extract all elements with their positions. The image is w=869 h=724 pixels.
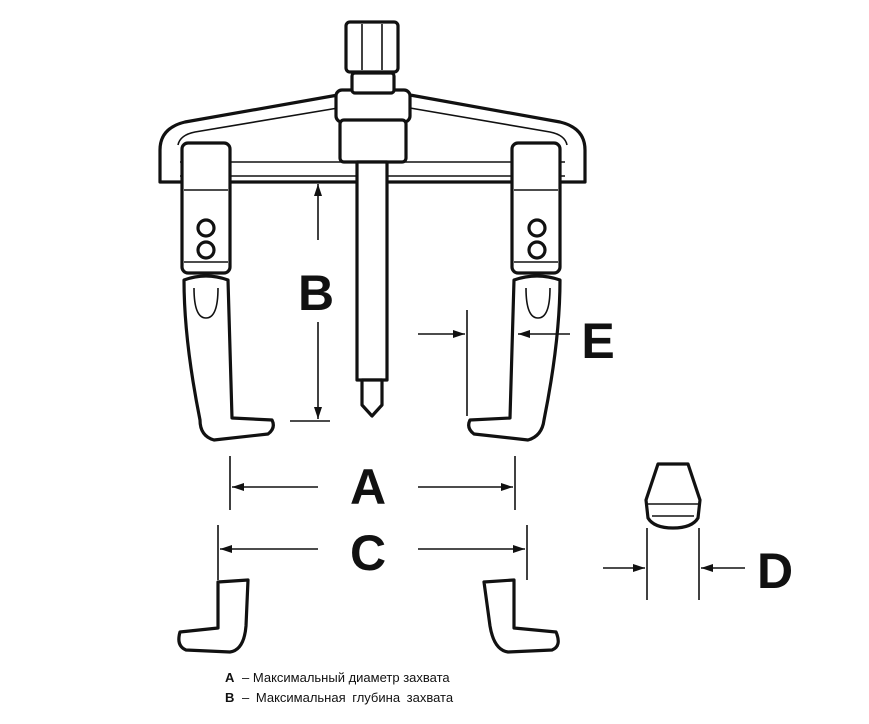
forcing-screw [355,160,389,382]
screw-tip-detail [644,462,702,530]
legend-key-a: A [225,670,235,685]
dimension-e: E [418,310,615,416]
right-jaw-tip [482,578,560,654]
legend-item-b: B – Максимальная глубина захвата [225,690,453,705]
legend-item-a: A – Максимальный диаметр захвата [225,670,450,685]
legend-text-b: – Максимальная глубина захвата [242,690,454,705]
right-jaw [467,141,562,442]
dimension-b: B [290,184,334,422]
label-b: B [298,265,334,321]
legend-key-b: B [225,690,235,705]
left-jaw [180,141,275,442]
hex-nut [344,20,400,74]
center-hub [334,88,412,124]
left-jaw-tip [177,578,250,654]
right-jaw-arm [467,274,562,442]
left-jaw-arm [182,274,275,442]
puller-body [158,20,587,418]
label-c: C [350,525,386,581]
label-d: D [757,543,793,599]
legend-text-a: – Максимальный диаметр захвата [242,670,450,685]
screw-tip [360,378,384,418]
label-e: E [581,313,614,369]
dimension-d: D [603,462,793,600]
dimension-c: C [217,525,528,581]
center-collar [338,118,408,164]
dimension-a: A [229,456,516,515]
label-a: A [350,459,386,515]
